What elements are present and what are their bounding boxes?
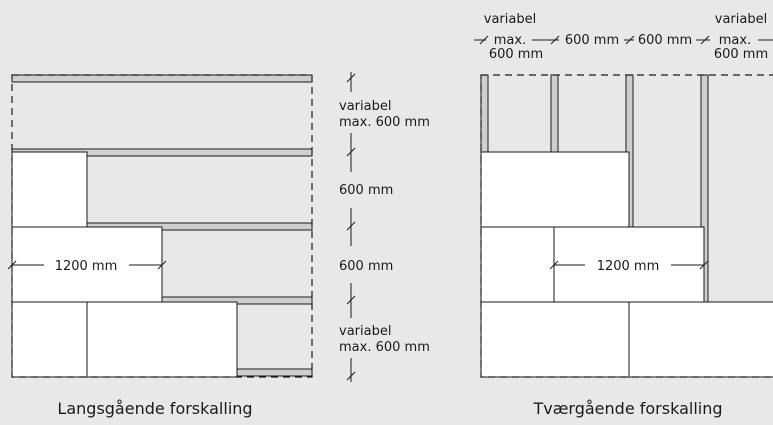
right-panel-row3a: [480, 301, 630, 378]
left-batten-1: [11, 74, 313, 83]
right-dim-b: 600 mm: [565, 33, 619, 48]
right-panel-row1: [480, 151, 630, 228]
right-dim-a-line1: variabel: [484, 12, 536, 27]
right-caption: Tværgående forskalling: [532, 399, 722, 418]
left-dim-top-line1: variabel: [339, 99, 391, 114]
right-width-label: 1200 mm: [597, 259, 660, 274]
left-dim-mid2: 600 mm: [339, 259, 393, 274]
right-dim-d-line3: 600 mm: [714, 47, 768, 62]
left-vertical-dimension: variabel max. 600 mm 600 mm 600 mm varia…: [339, 72, 430, 382]
right-diagram: 1200 mm variabel max. 600 mm 600 mm 600 …: [474, 12, 773, 418]
left-width-dimension: 1200 mm: [7, 259, 167, 274]
left-dim-mid1: 600 mm: [339, 183, 393, 198]
right-panel-row2a: [480, 226, 555, 303]
right-dim-d-line2: max.: [719, 33, 751, 48]
left-dim-bottom-line1: variabel: [339, 324, 391, 339]
left-wall-outline: [11, 74, 313, 378]
left-panel-row3b: [86, 301, 238, 378]
right-panel-row3b: [628, 301, 773, 378]
left-dim-bottom-line2: max. 600 mm: [339, 340, 430, 355]
left-width-label: 1200 mm: [55, 259, 118, 274]
right-dim-c: 600 mm: [638, 33, 692, 48]
right-top-dimension: variabel max. 600 mm 600 mm 600 mm varia…: [474, 12, 773, 62]
right-dim-d-line1: variabel: [715, 12, 767, 27]
left-panel-row1: [11, 151, 88, 228]
right-wall-outline: [480, 74, 773, 378]
left-caption: Langsgående forskalling: [57, 399, 252, 418]
right-dim-a-line3: 600 mm: [489, 47, 543, 62]
left-diagram: 1200 mm variabel max. 600 mm 600 mm 600 …: [7, 72, 430, 418]
right-width-dimension: 1200 mm: [549, 259, 709, 274]
left-panel-row3a: [11, 301, 88, 378]
right-dim-a-line2: max.: [494, 33, 526, 48]
left-dim-top-line2: max. 600 mm: [339, 115, 430, 130]
